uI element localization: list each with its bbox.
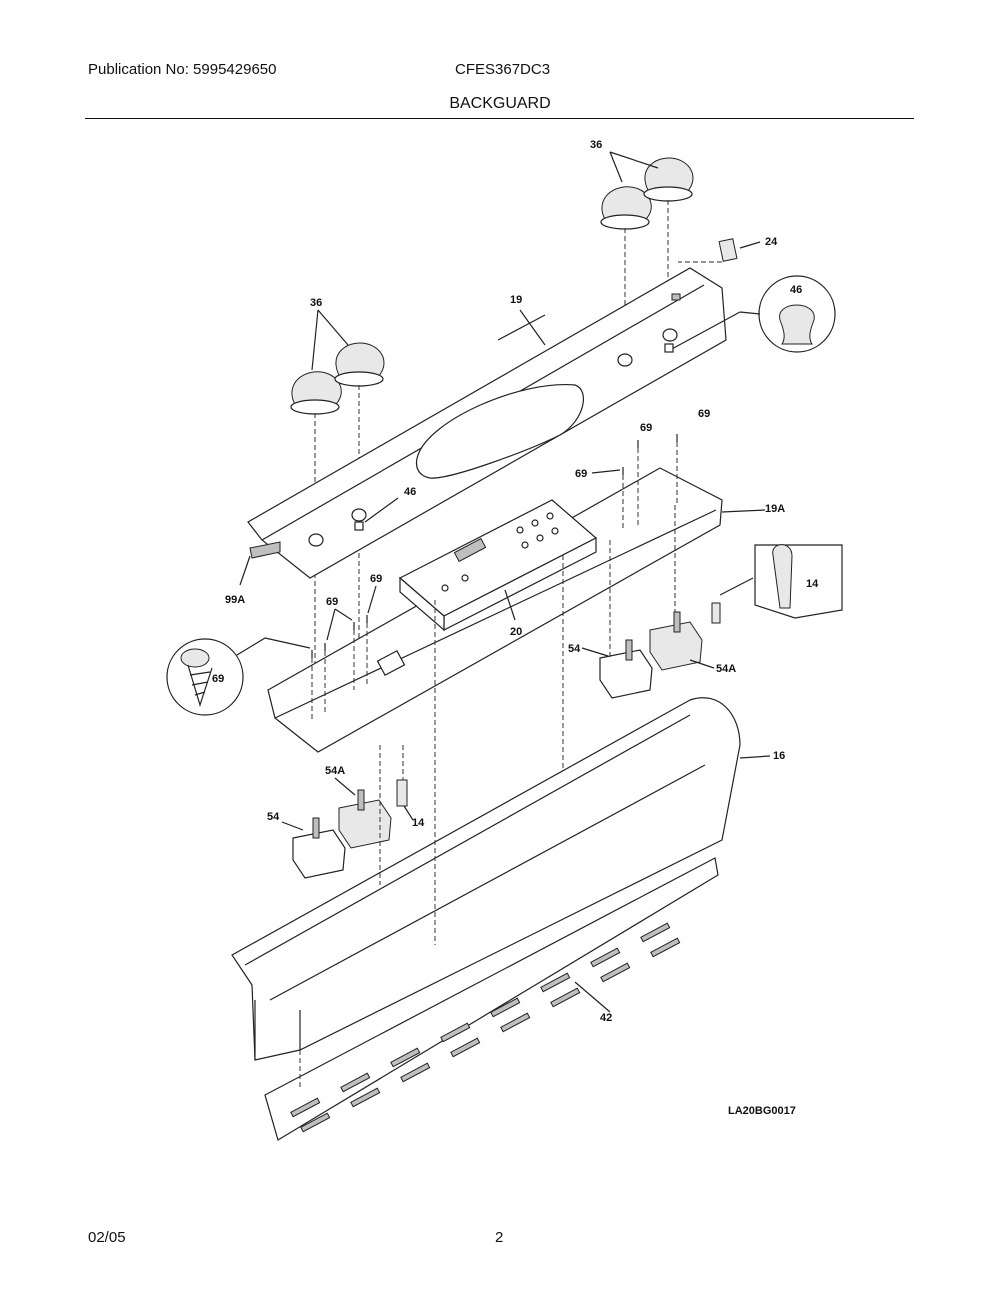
control-panel-19 [247, 267, 727, 579]
infinite-switch-right [581, 540, 715, 699]
infinite-switch-left [281, 777, 392, 879]
callout-69-d: 69 [370, 573, 382, 585]
panel-bracket-19a [267, 467, 766, 753]
callout-46-left: 46 [404, 486, 416, 498]
knob-insert-detail-46 [354, 275, 836, 531]
callout-54a-left: 54A [325, 765, 345, 777]
screws-69 [311, 434, 678, 720]
callout-54-right: 54 [568, 643, 581, 655]
header-divider [85, 118, 914, 119]
section-title: BACKGUARD [449, 95, 551, 112]
callout-69-b: 69 [698, 408, 710, 420]
callout-20: 20 [510, 626, 522, 638]
vent-grille-42 [264, 857, 719, 1141]
callout-labels: 36 24 46 36 19 69 69 69 46 19A 99A 69 69… [212, 139, 819, 1117]
callout-69-detail: 69 [212, 673, 224, 685]
drawing-code: LA20BG0017 [728, 1105, 796, 1117]
callout-19a: 19A [765, 503, 785, 515]
vent-slots [290, 922, 681, 1133]
callout-19: 19 [510, 294, 522, 306]
callout-69-e: 69 [326, 596, 338, 608]
callout-69-c: 69 [575, 468, 587, 480]
model-number: CFES367DC3 [455, 61, 551, 78]
callout-54-left: 54 [267, 811, 280, 823]
callout-36-left: 36 [310, 297, 322, 309]
publication-number: Publication No: 5995429650 [88, 61, 277, 78]
footer-date: 02/05 [88, 1229, 126, 1246]
callout-14-left: 14 [412, 817, 425, 829]
callout-54a-right: 54A [716, 663, 736, 675]
switch-24 [678, 238, 761, 263]
page-number: 2 [495, 1229, 504, 1246]
callout-36-top: 36 [590, 139, 602, 151]
overlay-99a [239, 541, 281, 586]
callout-42: 42 [600, 1012, 612, 1024]
terminal-left-14 [396, 745, 414, 821]
screw-detail-69 [166, 637, 311, 716]
callout-69-a: 69 [640, 422, 652, 434]
terminal-detail-14 [674, 505, 843, 624]
callout-99a: 99A [225, 594, 245, 606]
callout-46-detail: 46 [790, 284, 802, 296]
callout-16: 16 [773, 750, 785, 762]
callout-24: 24 [765, 236, 778, 248]
callout-14-detail: 14 [806, 578, 819, 590]
control-board-20 [398, 499, 598, 632]
